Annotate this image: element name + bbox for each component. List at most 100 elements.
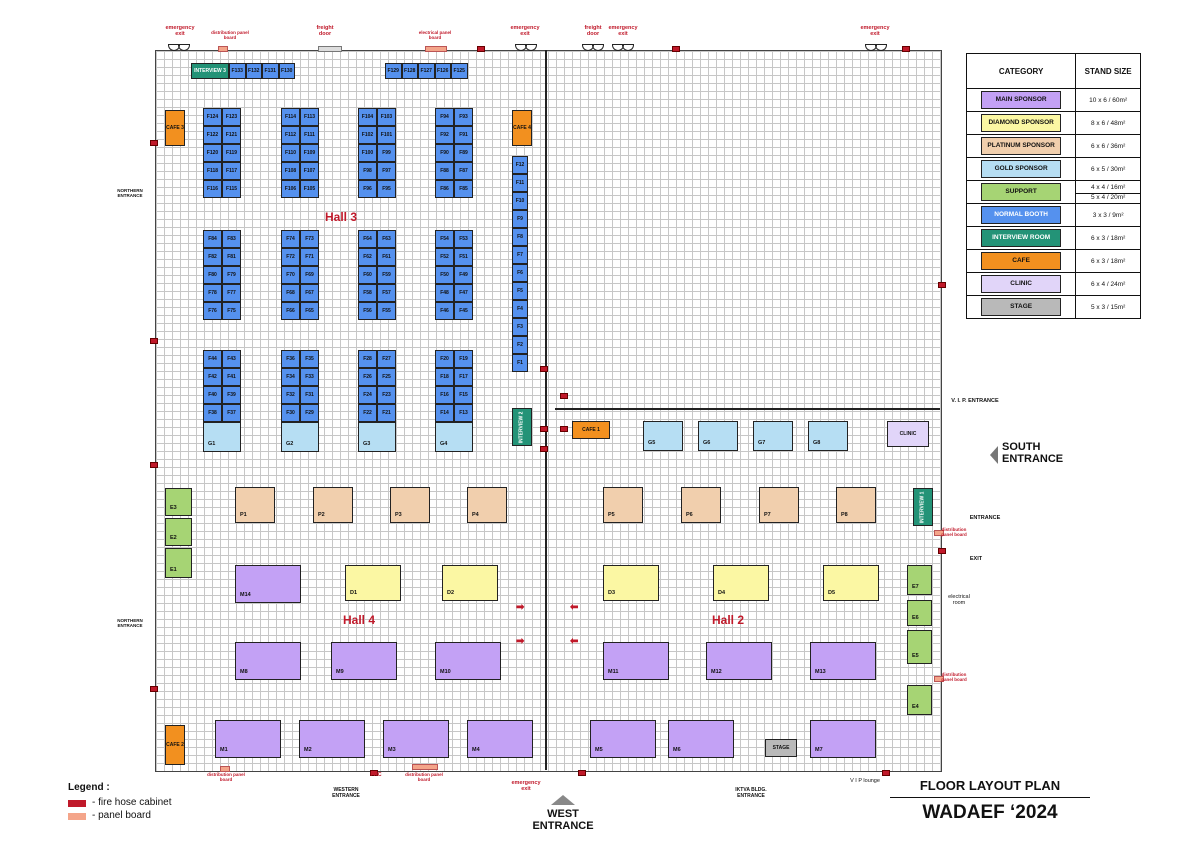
normal-booth[interactable]: F110: [281, 144, 300, 162]
normal-booth[interactable]: F83: [222, 230, 241, 248]
gold-sponsor-booth[interactable]: G1: [203, 422, 241, 452]
normal-booth[interactable]: F112: [281, 126, 300, 144]
cafe-4[interactable]: CAFE 4: [512, 110, 532, 146]
normal-booth[interactable]: F74: [281, 230, 300, 248]
platinum-sponsor-booth[interactable]: P7: [759, 487, 799, 523]
normal-booth[interactable]: F108: [281, 162, 300, 180]
normal-booth[interactable]: F115: [222, 180, 241, 198]
normal-booth[interactable]: F1: [512, 354, 528, 372]
normal-booth[interactable]: F36: [281, 350, 300, 368]
gold-sponsor-booth[interactable]: G7: [753, 421, 793, 451]
normal-booth[interactable]: F54: [435, 230, 454, 248]
normal-booth[interactable]: F109: [300, 144, 319, 162]
interview-room-2[interactable]: INTERVIEW 2: [512, 408, 532, 446]
main-sponsor-booth[interactable]: M7: [810, 720, 876, 758]
platinum-sponsor-booth[interactable]: P1: [235, 487, 275, 523]
normal-booth[interactable]: F126: [434, 63, 451, 79]
normal-booth[interactable]: F99: [377, 144, 396, 162]
normal-booth[interactable]: F12: [512, 156, 528, 174]
normal-booth[interactable]: F8: [512, 228, 528, 246]
normal-booth[interactable]: F10: [512, 192, 528, 210]
normal-booth[interactable]: F27: [377, 350, 396, 368]
diamond-sponsor-booth[interactable]: D1: [345, 565, 401, 601]
diamond-sponsor-booth[interactable]: D2: [442, 565, 498, 601]
emergency-exit-door[interactable]: [612, 44, 634, 51]
gold-sponsor-booth[interactable]: G2: [281, 422, 319, 452]
emergency-exit-door[interactable]: [168, 44, 190, 51]
normal-booth[interactable]: F120: [203, 144, 222, 162]
normal-booth[interactable]: F55: [377, 302, 396, 320]
main-sponsor-booth[interactable]: M1: [215, 720, 281, 758]
normal-booth[interactable]: F48: [435, 284, 454, 302]
normal-booth[interactable]: F25: [377, 368, 396, 386]
normal-booth[interactable]: F93: [454, 108, 473, 126]
normal-booth[interactable]: F125: [451, 63, 468, 79]
emergency-exit-door[interactable]: [865, 44, 887, 51]
normal-booth[interactable]: F86: [435, 180, 454, 198]
normal-booth[interactable]: F116: [203, 180, 222, 198]
normal-booth[interactable]: F102: [358, 126, 377, 144]
platinum-sponsor-booth[interactable]: P4: [467, 487, 507, 523]
normal-booth[interactable]: F87: [454, 162, 473, 180]
normal-booth[interactable]: F128: [401, 63, 418, 79]
normal-booth[interactable]: F20: [435, 350, 454, 368]
normal-booth[interactable]: F92: [435, 126, 454, 144]
support-booth[interactable]: E7: [907, 565, 932, 595]
main-sponsor-booth[interactable]: M12: [706, 642, 772, 680]
normal-booth[interactable]: F5: [512, 282, 528, 300]
normal-booth[interactable]: F79: [222, 266, 241, 284]
diamond-sponsor-booth[interactable]: D5: [823, 565, 879, 601]
gold-sponsor-booth[interactable]: G4: [435, 422, 473, 452]
normal-booth[interactable]: F119: [222, 144, 241, 162]
gold-sponsor-booth[interactable]: G8: [808, 421, 848, 451]
normal-booth[interactable]: F21: [377, 404, 396, 422]
normal-booth[interactable]: F51: [454, 248, 473, 266]
gold-sponsor-booth[interactable]: G6: [698, 421, 738, 451]
normal-booth[interactable]: F18: [435, 368, 454, 386]
normal-booth[interactable]: F132: [245, 63, 262, 79]
freight-door[interactable]: [582, 44, 604, 51]
normal-booth[interactable]: F22: [358, 404, 377, 422]
normal-booth[interactable]: F80: [203, 266, 222, 284]
normal-booth[interactable]: F94: [435, 108, 454, 126]
normal-booth[interactable]: F77: [222, 284, 241, 302]
diamond-sponsor-booth[interactable]: D4: [713, 565, 769, 601]
normal-booth[interactable]: F129: [385, 63, 402, 79]
normal-booth[interactable]: F123: [222, 108, 241, 126]
normal-booth[interactable]: F131: [262, 63, 279, 79]
normal-booth[interactable]: F56: [358, 302, 377, 320]
normal-booth[interactable]: F28: [358, 350, 377, 368]
normal-booth[interactable]: F39: [222, 386, 241, 404]
normal-booth[interactable]: F91: [454, 126, 473, 144]
normal-booth[interactable]: F4: [512, 300, 528, 318]
normal-booth[interactable]: F33: [300, 368, 319, 386]
normal-booth[interactable]: F31: [300, 386, 319, 404]
normal-booth[interactable]: F98: [358, 162, 377, 180]
normal-booth[interactable]: F96: [358, 180, 377, 198]
main-sponsor-booth[interactable]: M13: [810, 642, 876, 680]
normal-booth[interactable]: F43: [222, 350, 241, 368]
normal-booth[interactable]: F26: [358, 368, 377, 386]
support-booth[interactable]: E3: [165, 488, 192, 516]
emergency-exit-door[interactable]: [515, 44, 537, 51]
normal-booth[interactable]: F57: [377, 284, 396, 302]
main-sponsor-booth[interactable]: M5: [590, 720, 656, 758]
interview-room-3[interactable]: INTERVIEW 3: [191, 63, 229, 79]
normal-booth[interactable]: F130: [278, 63, 295, 79]
gold-sponsor-booth[interactable]: G3: [358, 422, 396, 452]
normal-booth[interactable]: F73: [300, 230, 319, 248]
main-sponsor-booth[interactable]: M9: [331, 642, 397, 680]
normal-booth[interactable]: F127: [418, 63, 435, 79]
normal-booth[interactable]: F23: [377, 386, 396, 404]
normal-booth[interactable]: F121: [222, 126, 241, 144]
normal-booth[interactable]: F88: [435, 162, 454, 180]
normal-booth[interactable]: F6: [512, 264, 528, 282]
normal-booth[interactable]: F111: [300, 126, 319, 144]
normal-booth[interactable]: F90: [435, 144, 454, 162]
normal-booth[interactable]: F78: [203, 284, 222, 302]
normal-booth[interactable]: F118: [203, 162, 222, 180]
platinum-sponsor-booth[interactable]: P8: [836, 487, 876, 523]
normal-booth[interactable]: F53: [454, 230, 473, 248]
normal-booth[interactable]: F35: [300, 350, 319, 368]
normal-booth[interactable]: F117: [222, 162, 241, 180]
